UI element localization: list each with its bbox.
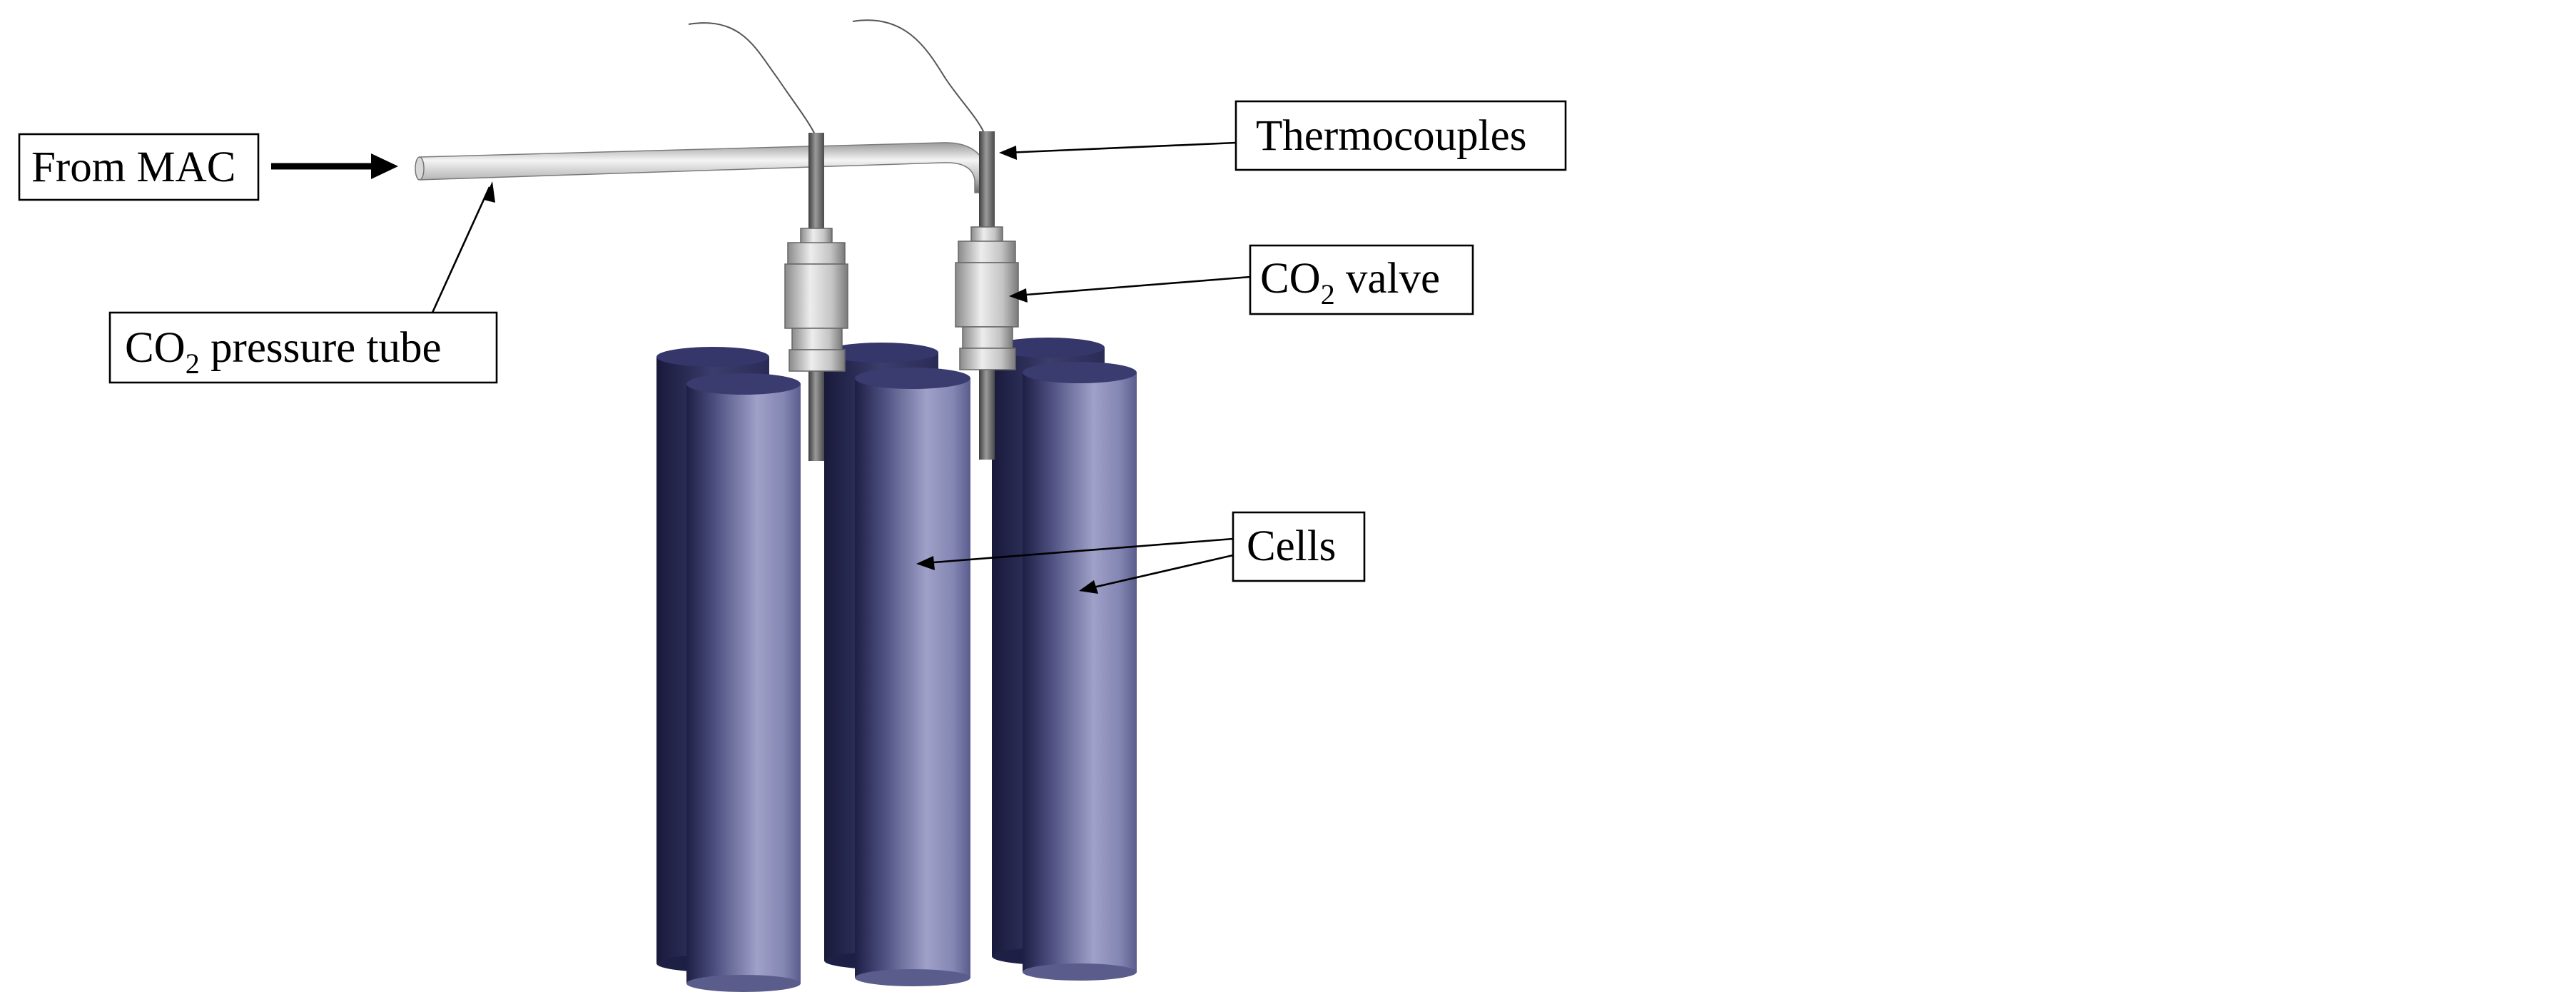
co2-pressure-tube [415,142,989,193]
thermocouples-arrow-head [999,146,1017,160]
from-mac-arrow-head [371,153,398,179]
cells-front-row [686,362,1137,992]
from-mac-label-box [18,133,260,201]
thermocouples-label-box [1234,100,1567,171]
cells-arrow-head-center [916,556,935,570]
cells-leader-center [924,537,1234,565]
co2-pressure-tube-leader [431,186,491,313]
thermocouples-leader [1005,141,1237,154]
cells-callout: Cells [916,511,1366,594]
cell-front-center [855,368,970,986]
co2-valve-leader [1016,275,1251,297]
thermocouples-label: Thermocouples [1256,112,1526,160]
cells-label-box [1232,511,1366,582]
co2-pressure-tube-callout: CO2 pressure tube [108,181,498,384]
co2-pressure-tube-label-box [108,311,498,384]
co2-valve-label-box [1249,244,1474,315]
valve-assembly-right [955,131,1019,460]
valve-assembly-left [784,133,848,461]
co2-valve-callout: CO2 valve [1009,244,1474,315]
co2-pressure-tube-arrow-head [484,181,495,203]
cells-arrow-head-right [1079,580,1098,594]
cells-label: Cells [1247,522,1336,570]
from-mac-callout: From MAC [18,133,398,201]
thermocouple-wires [688,19,985,135]
cell-front-right [1023,362,1137,981]
co2-valve-label: CO2 valve [1260,255,1440,310]
cells-leader-right [1087,554,1234,590]
co2-valve-arrow-head [1009,288,1028,303]
from-mac-label: From MAC [31,143,235,191]
co2-pressure-tube-label: CO2 pressure tube [125,324,442,380]
cell-front-left [686,373,801,992]
thermocouples-callout: Thermocouples [999,100,1567,171]
